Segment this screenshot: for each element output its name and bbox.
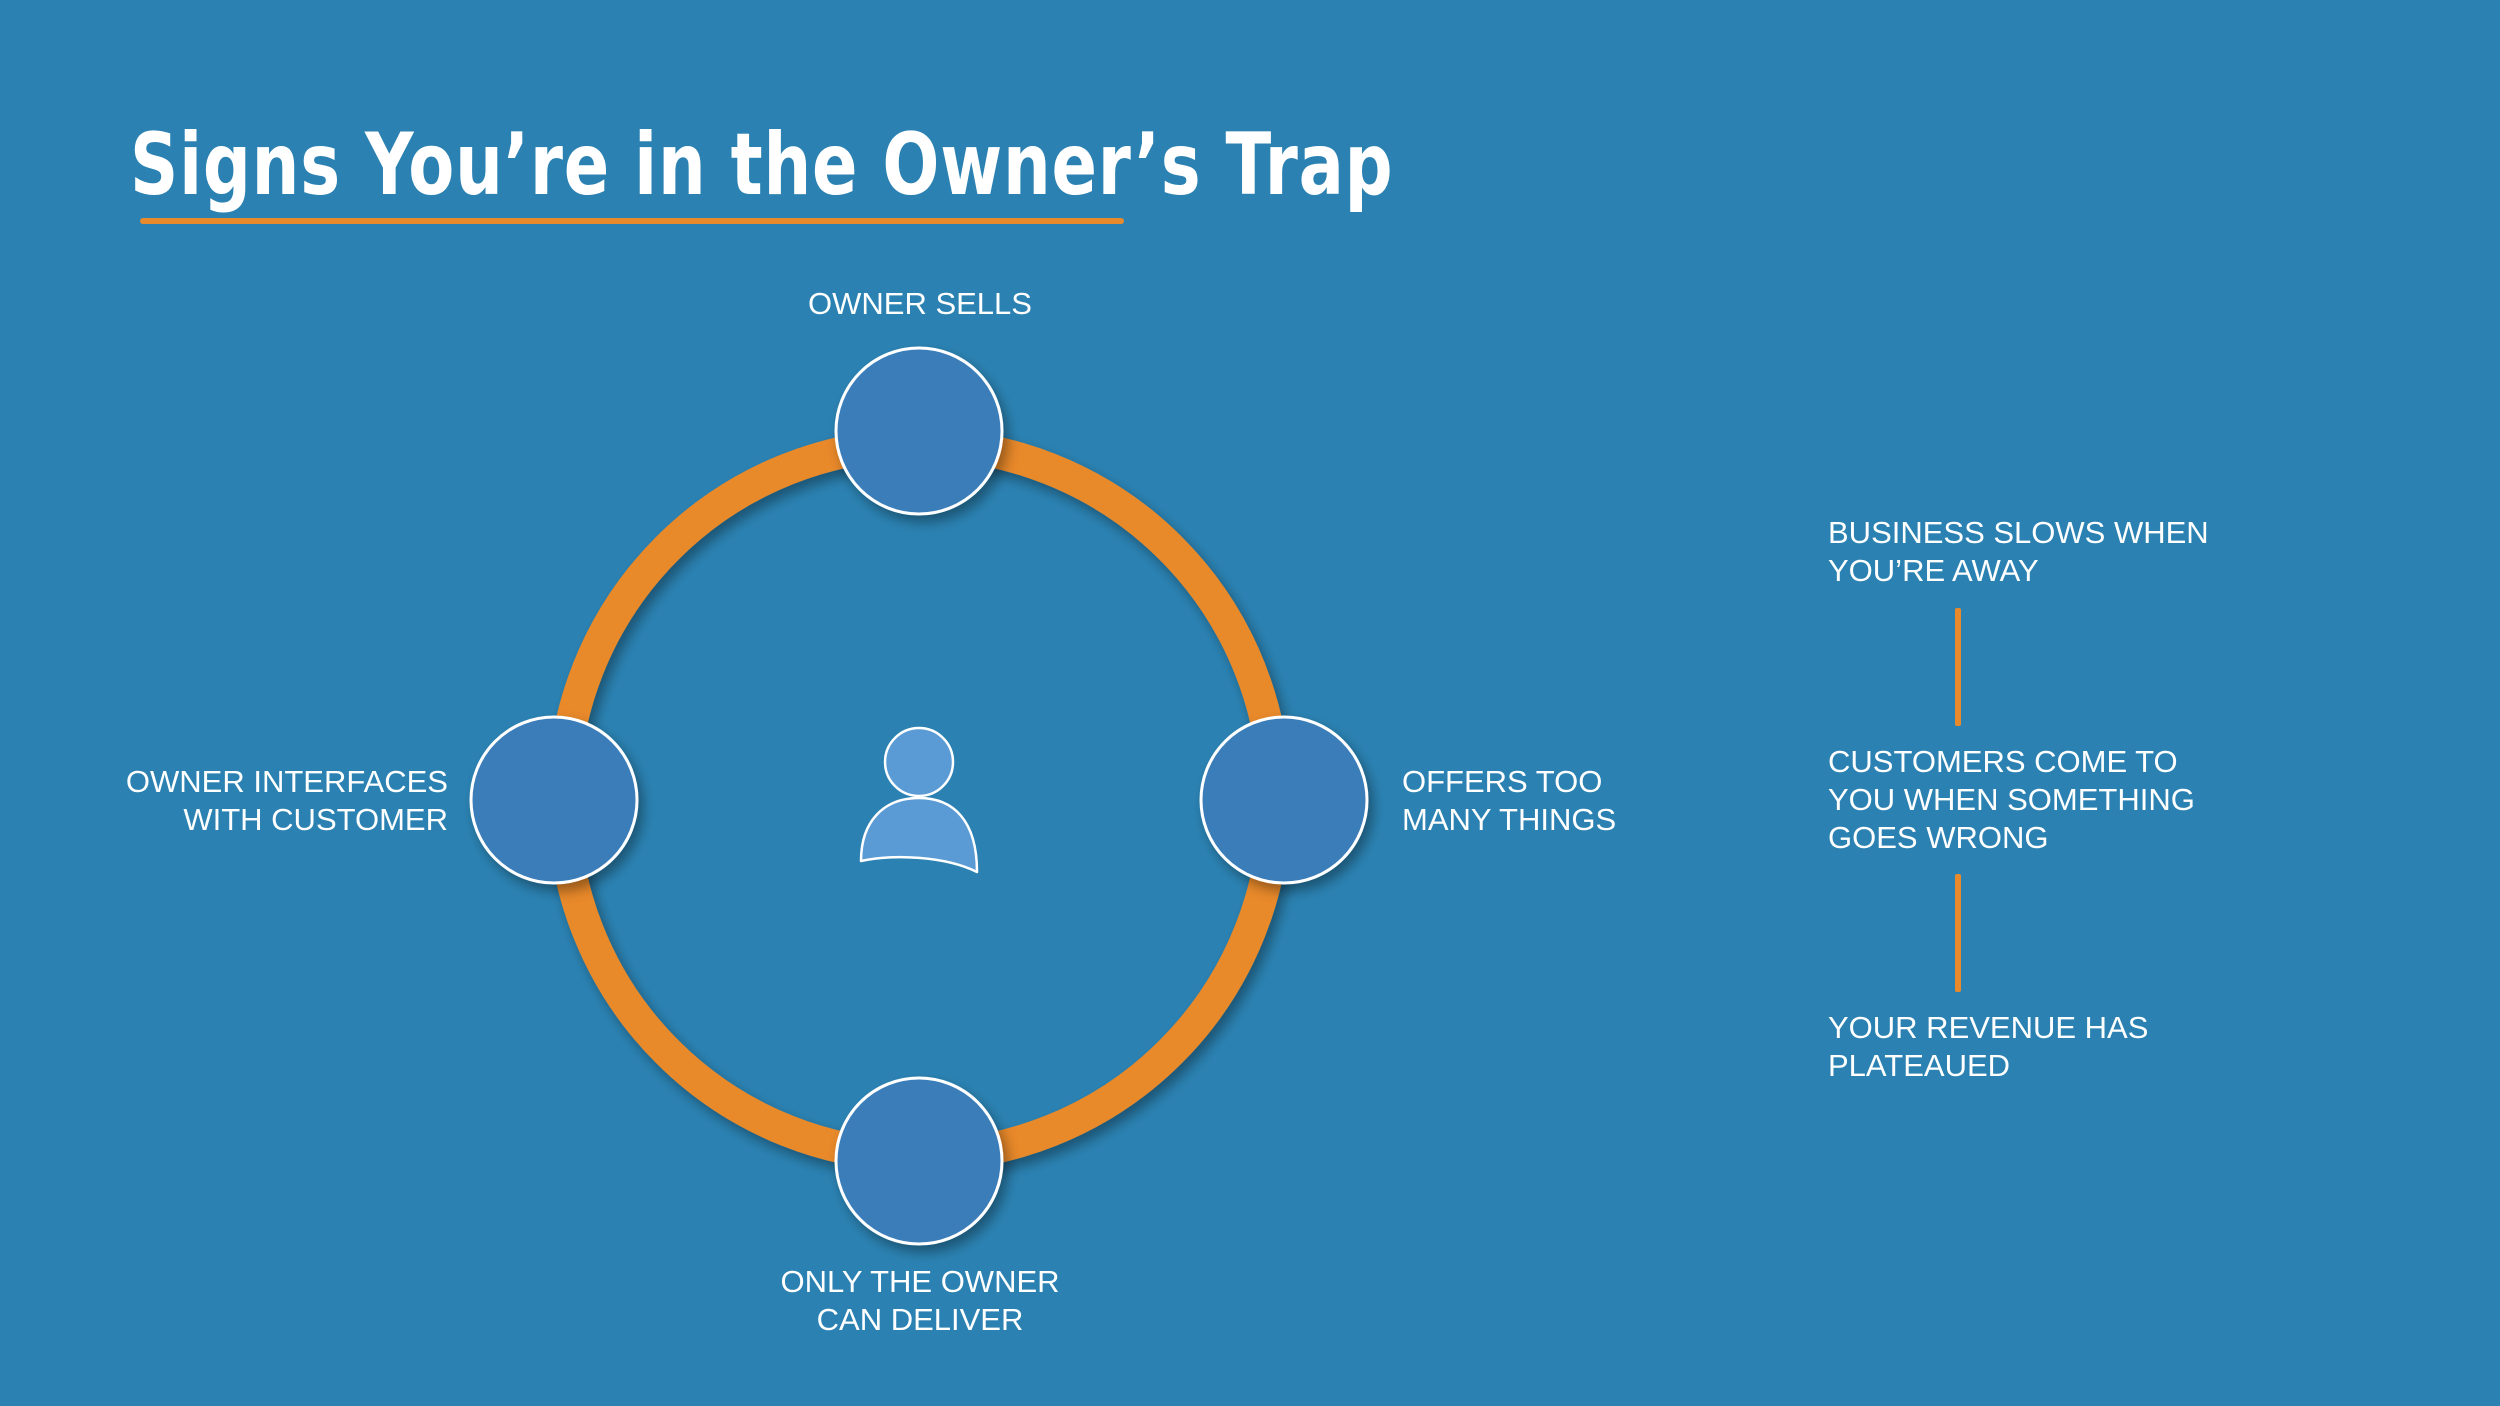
cycle-node-bottom: [834, 1076, 1004, 1246]
node-label-line: OWNER SELLS: [808, 286, 1032, 321]
node-label-owner-interfaces: OWNER INTERFACES WITH CUSTOMER: [48, 763, 448, 839]
sign-line: YOUR REVENUE HAS: [1828, 1010, 2149, 1045]
sign-connector: [1955, 608, 1961, 726]
node-label-line: CAN DELIVER: [816, 1302, 1024, 1337]
node-label-line: WITH CUSTOMER: [183, 802, 448, 837]
sign-revenue-plateaued: YOUR REVENUE HAS PLATEAUED: [1828, 1009, 2328, 1085]
title-underline: [140, 218, 1124, 224]
slide-title: Signs You’re in the Owner’s Trap: [130, 115, 1394, 215]
sign-line: YOU WHEN SOMETHING: [1828, 782, 2195, 817]
sign-business-slows: BUSINESS SLOWS WHEN YOU’RE AWAY: [1828, 514, 2328, 590]
cycle-node-top: [834, 346, 1004, 516]
sign-line: PLATEAUED: [1828, 1048, 2011, 1083]
cycle-node-right: [1199, 715, 1369, 885]
node-label-line: ONLY THE OWNER: [780, 1264, 1060, 1299]
node-label-offers-too-many-things: OFFERS TOO MANY THINGS: [1402, 763, 1802, 839]
sign-connector: [1955, 874, 1961, 992]
node-label-line: OWNER INTERFACES: [125, 764, 448, 799]
sign-line: GOES WRONG: [1828, 820, 2049, 855]
sign-line: BUSINESS SLOWS WHEN: [1828, 515, 2209, 550]
node-label-only-owner-can-deliver: ONLY THE OWNER CAN DELIVER: [720, 1263, 1120, 1339]
sign-line: YOU’RE AWAY: [1828, 553, 2039, 588]
node-label-line: OFFERS TOO: [1402, 764, 1603, 799]
sign-customers-come-to-you: CUSTOMERS COME TO YOU WHEN SOMETHING GOE…: [1828, 743, 2328, 857]
node-label-line: MANY THINGS: [1402, 802, 1617, 837]
cycle-node-left: [469, 715, 639, 885]
sign-line: CUSTOMERS COME TO: [1828, 744, 2178, 779]
node-label-owner-sells: OWNER SELLS: [720, 285, 1120, 323]
person-icon: [859, 726, 979, 874]
